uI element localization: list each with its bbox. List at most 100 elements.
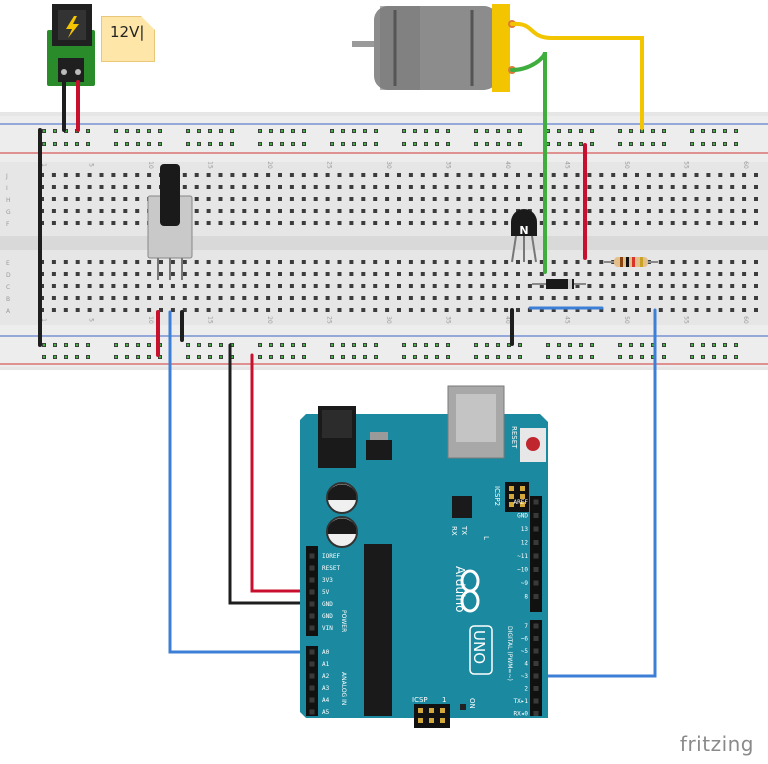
rail-hole-led <box>352 129 356 133</box>
breadboard-hole <box>599 296 604 300</box>
breadboard-hole <box>159 284 163 288</box>
breadboard-hole <box>254 209 259 213</box>
rail-hole-led <box>302 343 306 347</box>
breadboard-hole <box>527 260 532 264</box>
breadboard-hole <box>611 272 616 276</box>
breadboard-hole <box>456 296 461 300</box>
breadboard-hole <box>635 209 639 213</box>
arduino-name: Arduino <box>453 566 467 612</box>
breadboard-hole <box>278 185 282 189</box>
breadboard-hole <box>492 308 497 312</box>
breadboard-hole <box>611 197 616 201</box>
breadboard-hole <box>313 296 318 300</box>
breadboard-hole <box>147 284 152 288</box>
reset-label: RESET <box>510 426 518 449</box>
rail-hole-led <box>341 343 345 347</box>
breadboard-hole <box>218 221 223 225</box>
breadboard-hole <box>194 296 199 300</box>
fritzing-watermark: fritzing <box>679 732 754 756</box>
breadboard-hole <box>301 260 306 264</box>
breadboard-hole <box>408 173 413 177</box>
breadboard-hole <box>242 173 247 177</box>
potentiometer <box>147 164 193 280</box>
rail-hole-led <box>42 142 46 146</box>
rail-hole-led <box>280 142 284 146</box>
breadboard-hole <box>349 296 354 300</box>
rail-hole-led <box>413 355 417 359</box>
rail-hole-led <box>518 129 522 133</box>
rail-hole-led <box>557 355 561 359</box>
breadboard-hole <box>373 272 378 276</box>
breadboard-hole <box>218 185 223 189</box>
breadboard-hole <box>63 260 68 264</box>
rail-hole-led <box>485 142 489 146</box>
header-labels: IOREFRESET3V35VGNDGNDVINA0A1A2A3A4A5AREF… <box>322 499 528 718</box>
breadboard-hole <box>551 173 556 177</box>
icsp2-header <box>505 482 529 512</box>
breadboard-hole <box>254 221 259 225</box>
breadboard-hole <box>682 284 687 288</box>
rail-hole-led <box>280 129 284 133</box>
breadboard-hole <box>718 272 723 276</box>
breadboard-hole <box>682 260 687 264</box>
breadboard-hole <box>254 296 259 300</box>
rail-hole-led <box>330 343 334 347</box>
rail-hole-led <box>114 129 118 133</box>
rail-hole-led <box>424 343 428 347</box>
breadboard-hole <box>206 296 211 300</box>
pin-label: VIN <box>322 625 333 632</box>
breadboard-hole <box>325 197 330 201</box>
breadboard-hole <box>730 197 735 201</box>
rail-hole-led <box>147 142 151 146</box>
breadboard-hole <box>539 209 544 213</box>
breadboard-hole <box>218 173 223 177</box>
breadboard-hole <box>658 221 663 225</box>
breadboard-hole <box>349 173 354 177</box>
breadboard-hole <box>504 284 509 288</box>
center-channel <box>0 236 768 250</box>
rail-hole-led <box>208 343 212 347</box>
breadboard-hole <box>432 296 437 300</box>
dc-motor <box>352 4 516 92</box>
column-number: 45 <box>564 316 571 324</box>
resistor-band <box>632 257 635 267</box>
breadboard-hole <box>527 272 532 276</box>
breadboard-hole <box>551 296 556 300</box>
breadboard-hole <box>242 272 247 276</box>
rail-hole-led <box>690 142 694 146</box>
breadboard-hole <box>468 221 473 225</box>
breadboard-hole <box>587 173 592 177</box>
rail-hole-led <box>114 142 118 146</box>
rail-hole-led <box>136 129 140 133</box>
breadboard-hole <box>635 185 639 189</box>
rail-hole-led <box>136 355 140 359</box>
breadboard-hole <box>742 221 747 225</box>
breadboard-hole <box>694 284 699 288</box>
column-number: 60 <box>742 161 749 169</box>
header-pin <box>309 613 315 619</box>
breadboard-hole <box>325 185 330 189</box>
breadboard-hole <box>111 296 116 300</box>
breadboard-hole <box>75 221 80 225</box>
breadboard-hole <box>206 272 211 276</box>
pin-label: 12 <box>521 540 529 547</box>
column-number: 40 <box>504 316 511 324</box>
diode-band <box>568 279 572 289</box>
rail-hole-led <box>734 129 738 133</box>
rail-hole-led <box>640 355 644 359</box>
breadboard-hole <box>682 185 687 189</box>
rail-hole-led <box>446 343 450 347</box>
column-number: 5 <box>88 318 95 322</box>
breadboard-hole <box>242 209 247 213</box>
breadboard-hole <box>99 296 104 300</box>
breadboard-hole <box>587 272 592 276</box>
breadboard-hole <box>361 260 366 264</box>
header-pin <box>533 499 539 505</box>
breadboard-hole <box>706 284 711 288</box>
voltage-regulator <box>366 440 392 460</box>
breadboard-hole <box>480 209 485 213</box>
breadboard-hole <box>658 272 663 276</box>
rail-hole-led <box>701 129 705 133</box>
breadboard-hole <box>754 296 758 300</box>
breadboard-hole <box>480 173 485 177</box>
